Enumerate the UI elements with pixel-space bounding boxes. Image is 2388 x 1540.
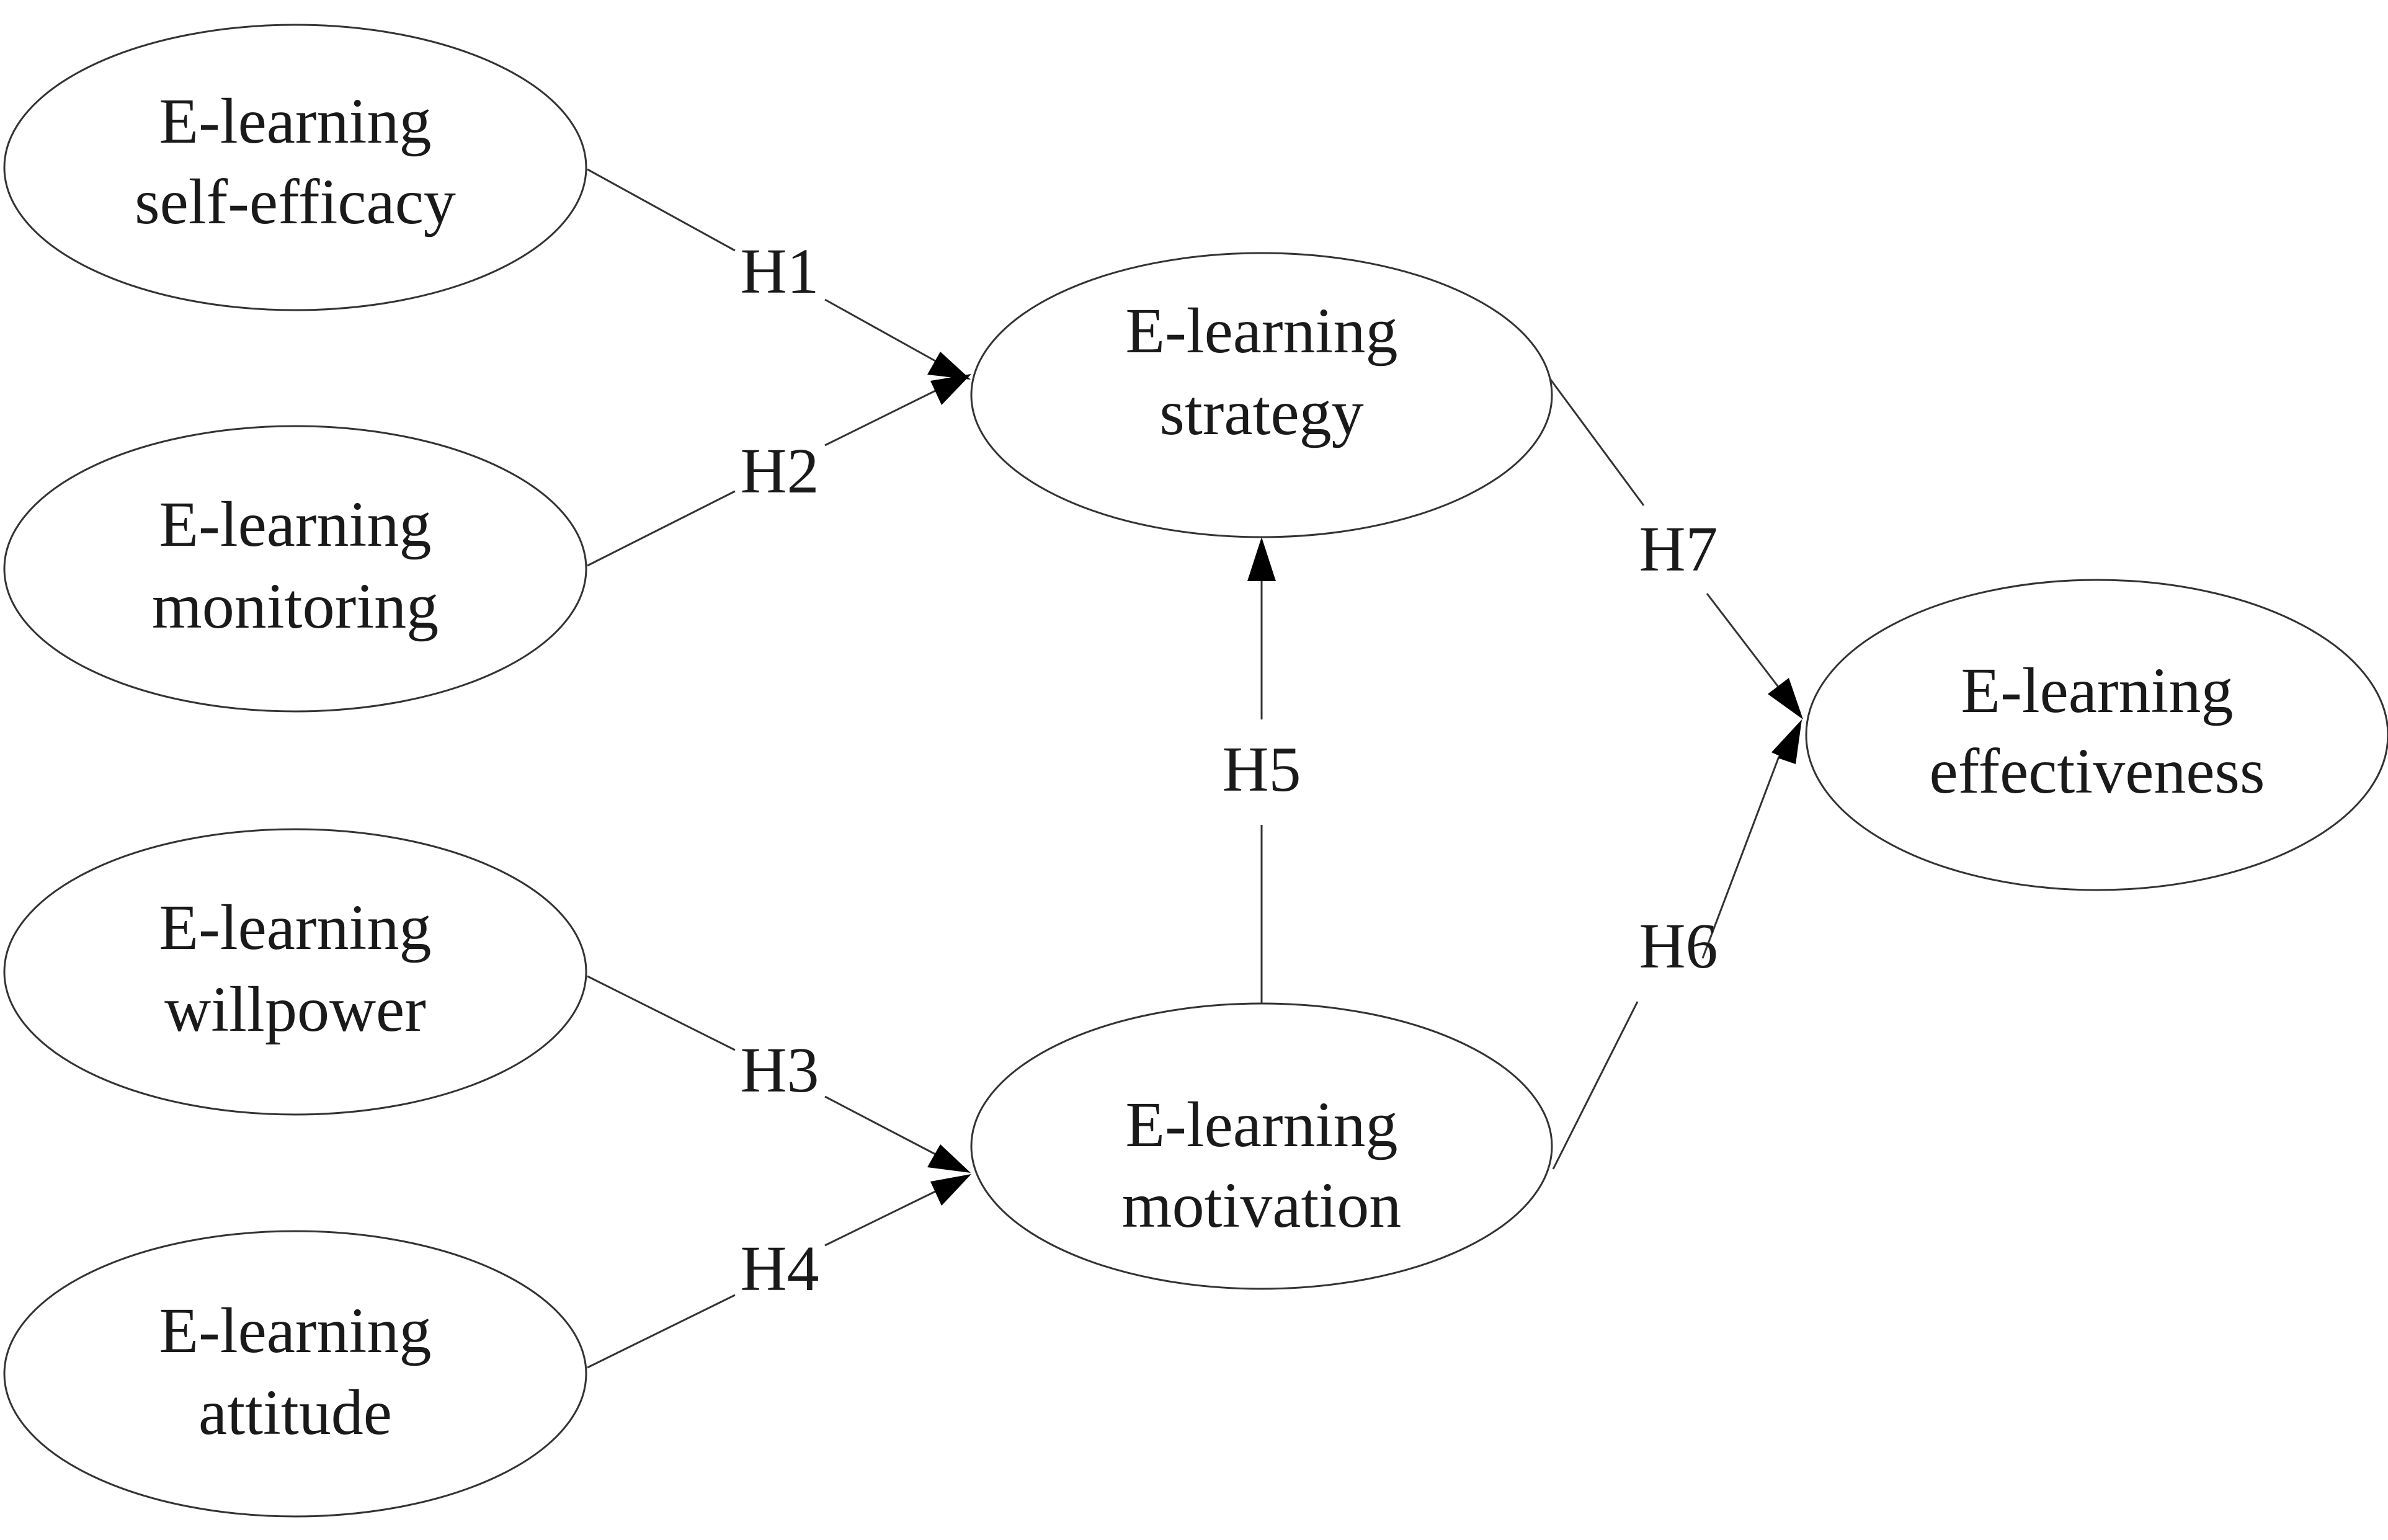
edge-h7-arrowhead: [1768, 678, 1803, 719]
edge-h2: H2: [587, 374, 971, 567]
node-attitude-line2: attitude: [198, 1377, 392, 1448]
edge-h2-label: H2: [740, 435, 819, 507]
edge-h5: H5: [1222, 537, 1301, 1003]
edge-h4-arrowhead: [930, 1174, 971, 1206]
node-attitude-line1: E-learning: [159, 1295, 432, 1366]
edge-h1-arrowhead: [927, 352, 971, 380]
node-strategy-line1: E-learning: [1126, 295, 1398, 367]
node-self-efficacy-line1: E-learning: [159, 86, 432, 157]
node-effectiveness-line2: effectiveness: [1930, 736, 2265, 807]
node-motivation-line2: motivation: [1122, 1170, 1402, 1241]
edge-h6-label: H6: [1639, 910, 1717, 982]
edge-h7: H7: [1548, 376, 1803, 719]
edge-h3-arrowhead: [927, 1144, 971, 1173]
node-attitude: E-learning attitude: [3, 1230, 587, 1518]
node-monitoring: E-learning monitoring: [3, 425, 587, 713]
edge-h6: H6: [1552, 719, 1802, 1170]
node-effectiveness-line1: E-learning: [1961, 655, 2234, 726]
node-motivation-line1: E-learning: [1126, 1089, 1398, 1160]
node-monitoring-line2: monitoring: [152, 571, 439, 642]
edge-h2-arrowhead: [930, 374, 971, 405]
node-strategy: E-learning strategy: [970, 252, 1553, 538]
node-motivation: E-learning motivation: [970, 1002, 1553, 1290]
node-monitoring-line1: E-learning: [159, 489, 432, 560]
node-effectiveness: E-learning effectiveness: [1805, 579, 2388, 891]
edge-h1: H1: [587, 168, 971, 380]
node-self-efficacy: E-learning self-efficacy: [3, 24, 587, 311]
edge-h5-label: H5: [1222, 734, 1301, 805]
node-willpower: E-learning willpower: [3, 828, 587, 1116]
node-strategy-line2: strategy: [1159, 377, 1363, 448]
edge-h1-label: H1: [740, 236, 819, 307]
edge-h4-label: H4: [740, 1233, 819, 1304]
edge-h7-label: H7: [1639, 514, 1717, 585]
node-willpower-line2: willpower: [164, 974, 426, 1045]
node-willpower-line1: E-learning: [159, 892, 432, 963]
edge-h4: H4: [587, 1174, 971, 1369]
edge-h5-arrowhead: [1247, 537, 1276, 581]
edge-h3: H3: [587, 975, 971, 1173]
edge-h3-label: H3: [740, 1035, 819, 1106]
node-self-efficacy-line2: self-efficacy: [135, 166, 456, 238]
